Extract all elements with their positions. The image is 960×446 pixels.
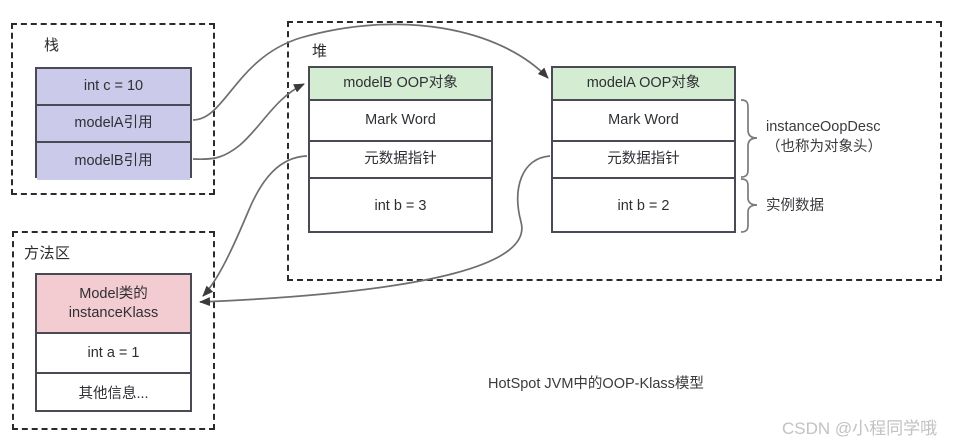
modelA-instance-data: int b = 2 bbox=[617, 198, 670, 215]
annotation-instance-oop-desc: instanceOopDesc （也称为对象头） bbox=[766, 119, 882, 155]
modelA-metadata-pointer: 元数据指针 bbox=[553, 142, 734, 179]
modelB-instance-data: int b = 3 bbox=[374, 198, 427, 215]
instance-klass-header: Model类的 instanceKlass bbox=[37, 275, 190, 334]
diagram-caption: HotSpot JVM中的OOP-Klass模型 bbox=[488, 376, 704, 392]
region-method-area bbox=[12, 231, 215, 430]
method-area-row-int-a: int a = 1 bbox=[37, 334, 190, 374]
csdn-watermark: CSDN @小程同学哦 bbox=[782, 419, 938, 438]
modelB-mark-word: Mark Word bbox=[310, 101, 491, 142]
modelB-metadata-pointer: 元数据指针 bbox=[310, 142, 491, 179]
stack-row-modelA-ref: modelA引用 bbox=[37, 106, 190, 143]
method-area-table: Model类的 instanceKlass int a = 1 其他信息... bbox=[35, 273, 192, 412]
modelA-header: modelA OOP对象 bbox=[553, 68, 734, 101]
region-heap-label: 堆 bbox=[312, 43, 328, 60]
stack-row-int-c: int c = 10 bbox=[37, 69, 190, 106]
region-stack-label: 栈 bbox=[44, 37, 60, 54]
heap-object-modelA: modelA OOP对象 Mark Word 元数据指针 int b = 2 bbox=[551, 66, 736, 233]
heap-object-modelB: modelB OOP对象 Mark Word 元数据指针 int b = 3 bbox=[308, 66, 493, 233]
method-area-row-other-info: 其他信息... bbox=[78, 385, 149, 402]
stack-table: int c = 10 modelA引用 modelB引用 bbox=[35, 67, 192, 180]
annotation-instance-data: 实例数据 bbox=[766, 198, 824, 214]
modelB-header: modelB OOP对象 bbox=[310, 68, 491, 101]
modelA-mark-word: Mark Word bbox=[553, 101, 734, 142]
stack-row-modelB-ref: modelB引用 bbox=[37, 143, 190, 180]
region-method-area-label: 方法区 bbox=[24, 245, 71, 262]
